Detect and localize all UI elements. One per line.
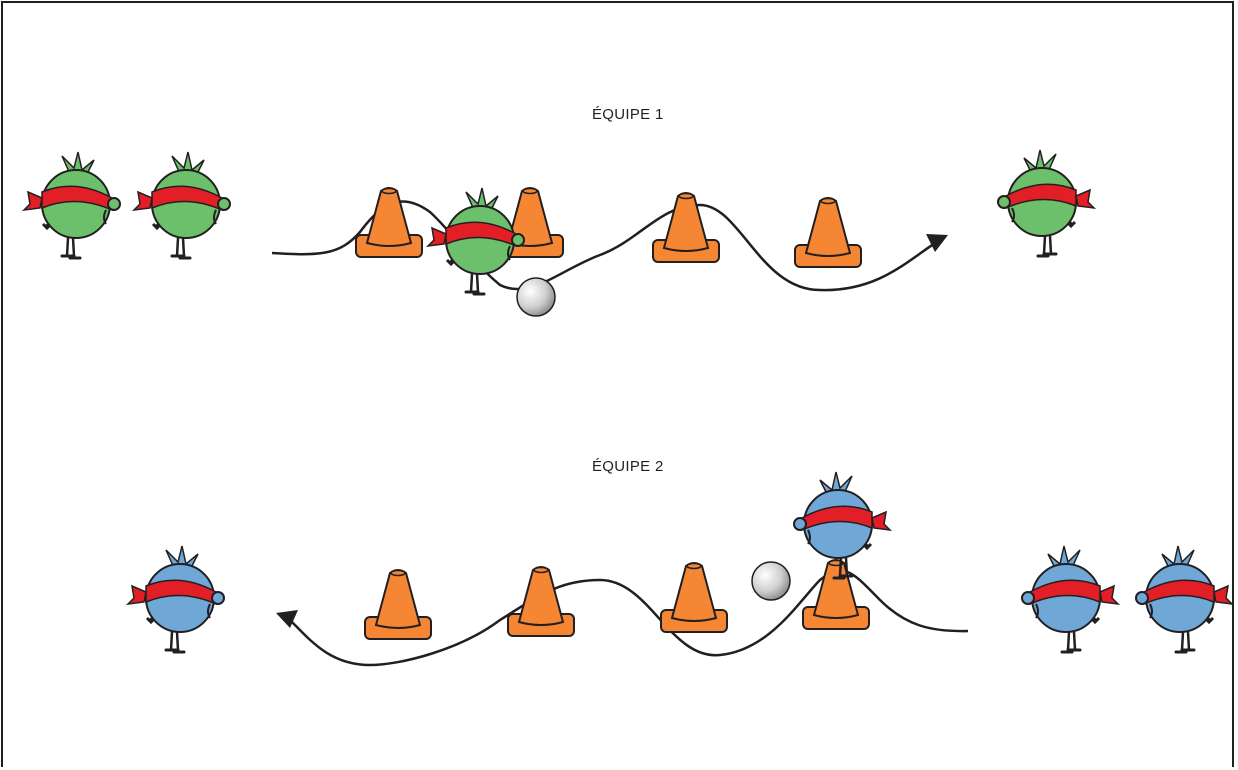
character-icon [132,150,232,260]
team-2-cones [364,559,870,640]
team-2-label: ÉQUIPE 2 [592,458,664,475]
cone-icon [794,197,862,268]
character-icon [426,186,526,296]
character-icon [22,150,122,260]
cone-icon [652,192,720,263]
ball-icon [516,277,556,317]
character-icon [126,544,226,654]
cone-icon [507,566,575,637]
character-icon [1136,546,1232,652]
arrow-icon [276,610,298,628]
cone-icon [802,559,870,630]
team-1-label: ÉQUIPE 1 [592,106,664,123]
character-icon [1022,546,1118,652]
ball-icon [751,561,791,601]
team-1-characters [22,150,1094,296]
cone-icon [355,187,423,258]
team-2-path [276,569,969,667]
arrow-icon [926,234,948,252]
character-icon [998,150,1094,256]
character-icon [794,472,890,578]
cone-icon [364,569,432,640]
cone-icon [660,562,728,633]
